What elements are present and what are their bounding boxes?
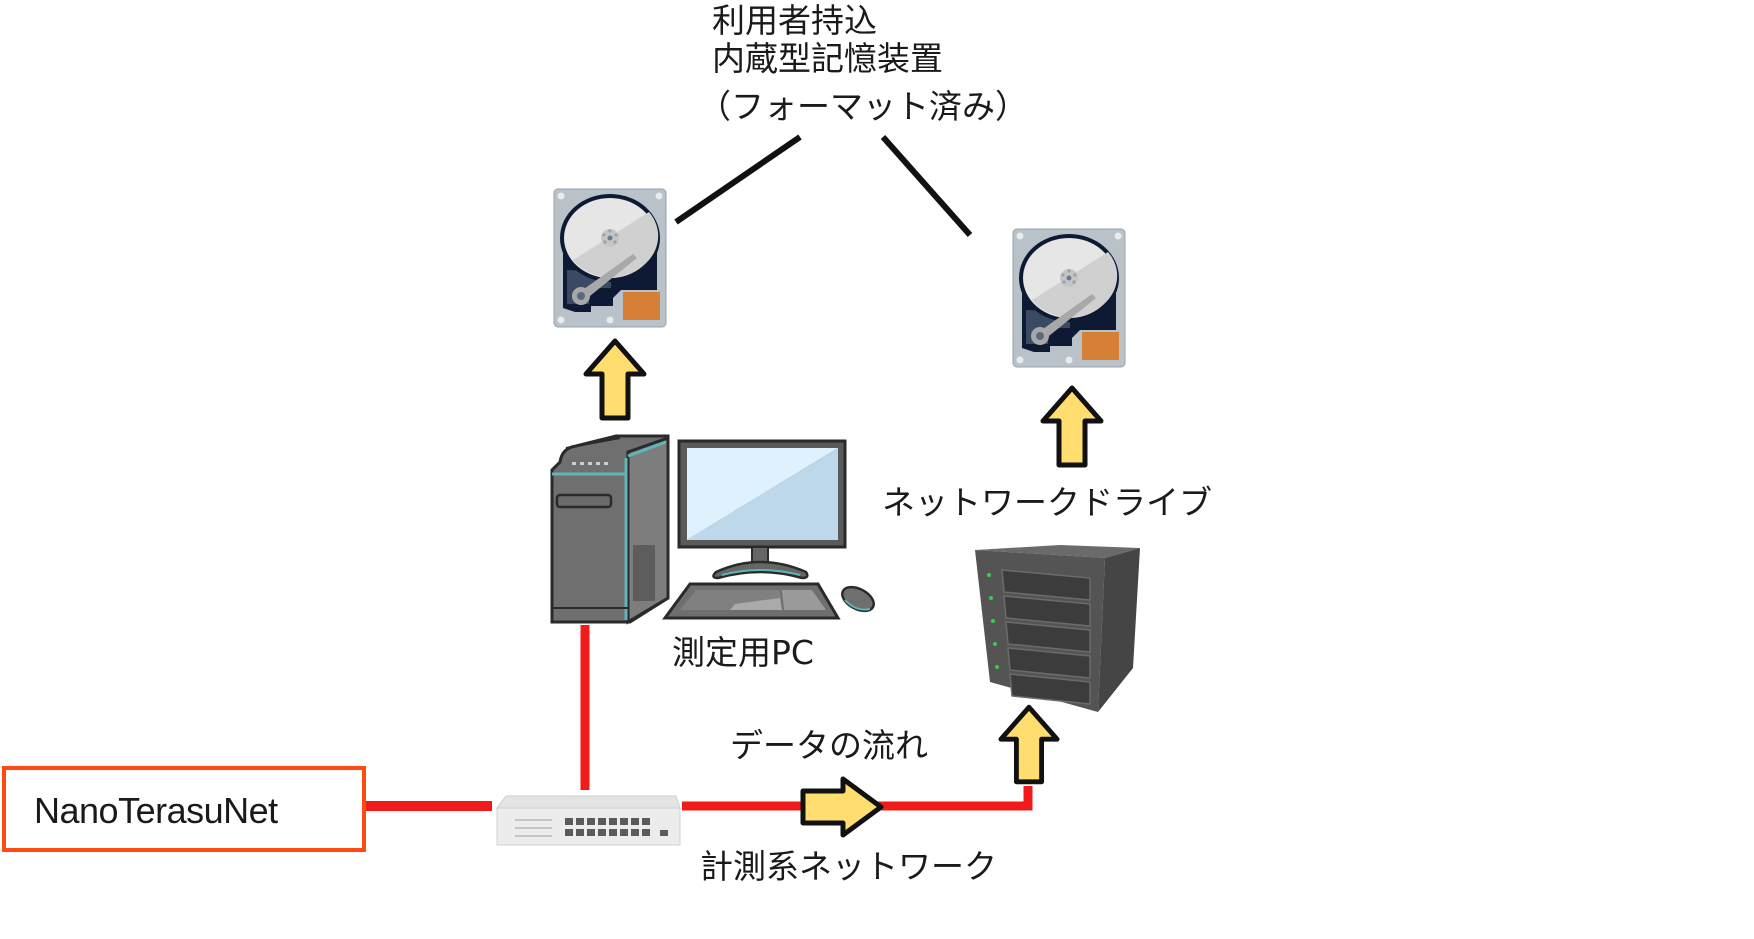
link-switch-to-nas [682, 786, 1033, 811]
keyboard-icon [662, 582, 841, 620]
mouse-icon [841, 585, 875, 613]
storage-label-line1: 利用者持込 [712, 1, 877, 40]
network-links [358, 625, 1033, 811]
network-drive-icon [975, 545, 1140, 712]
storage-label-line3: （フォーマット済み） [698, 87, 1028, 126]
flow-arrow-nas-to-hdd [1043, 388, 1101, 465]
network-switch-icon [496, 795, 681, 846]
pc-label: 測定用PC [672, 633, 814, 672]
flow-arrow-pc-to-hdd [586, 341, 644, 418]
label-connector-left [674, 134, 802, 225]
storage-label-line2: 内蔵型記憶装置 [712, 39, 943, 78]
measurement-network-label: 計測系ネットワーク [700, 847, 997, 886]
desktop-computer-icon [550, 434, 875, 625]
monitor-icon [677, 439, 847, 580]
pc-tower-icon [550, 434, 670, 625]
data-flow-label: データの流れ [730, 726, 928, 765]
nanoterasunet-label: NanoTerasuNet [34, 790, 278, 831]
network-drive-label: ネットワークドライブ [882, 483, 1212, 522]
data-flow-arrow-right [800, 776, 884, 838]
hard-disk-icon-left [553, 188, 667, 328]
flow-arrow-switch-to-nas [1001, 707, 1057, 782]
nanoterasunet-box: NanoTerasuNet [2, 766, 366, 852]
hard-disk-icon-right [1012, 228, 1126, 368]
label-connector-right [880, 135, 973, 237]
